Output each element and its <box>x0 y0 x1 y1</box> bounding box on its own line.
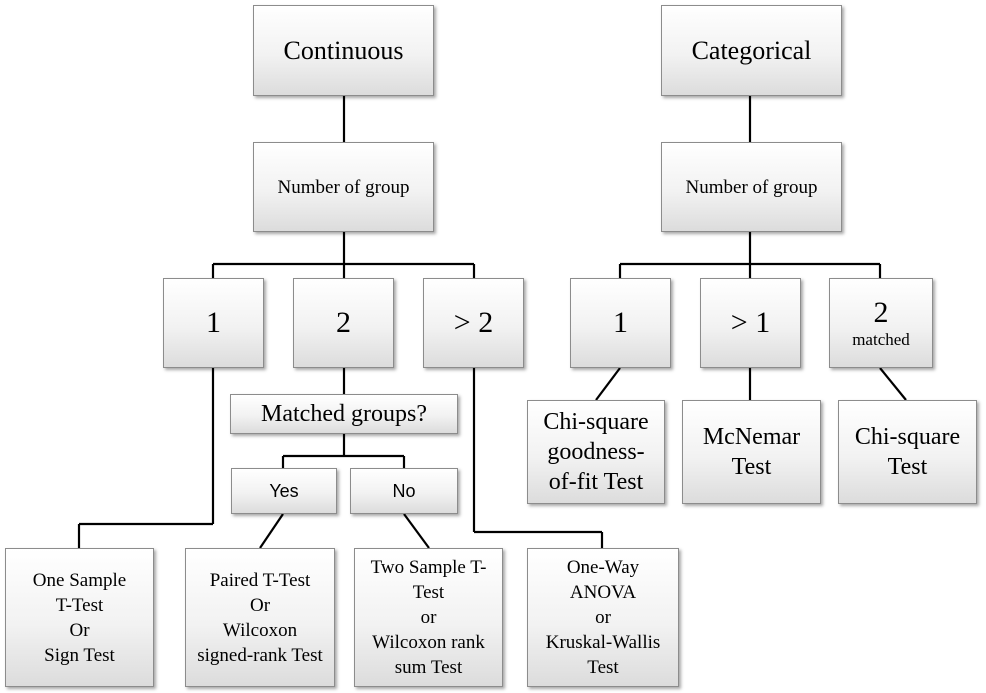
categorical-group-2-matched-box: 2 matched <box>829 278 933 368</box>
categorical-group-2-label: 2 <box>873 296 889 329</box>
one-sample-test-label: One Sample T-Test Or Sign Test <box>32 569 127 666</box>
categorical-label: Categorical <box>691 35 812 65</box>
categorical-number-of-group-box: Number of group <box>661 142 842 232</box>
chi-square-goodness-box: Chi-square goodness- of-fit Test <box>527 400 665 504</box>
matched-groups-box: Matched groups? <box>230 394 458 434</box>
continuous-number-of-group-box: Number of group <box>253 142 434 232</box>
continuous-box: Continuous <box>253 5 434 96</box>
categorical-group-gt1-label: > 1 <box>730 306 771 339</box>
connector <box>879 367 907 401</box>
connector <box>595 367 621 401</box>
anova-test-label: One-Way ANOVA or Kruskal-Wallis Test <box>545 557 661 678</box>
categorical-matched-label: matched <box>852 330 910 349</box>
two-sample-test-box: Two Sample T- Test or Wilcoxon rank sum … <box>354 548 503 687</box>
matched-groups-label: Matched groups? <box>261 401 427 427</box>
connector <box>403 513 430 549</box>
chi-square-test-label: Chi-square Test <box>854 424 961 480</box>
one-sample-test-box: One Sample T-Test Or Sign Test <box>5 548 154 687</box>
continuous-number-of-group-label: Number of group <box>277 176 410 198</box>
categorical-group-1-box: 1 <box>570 278 671 368</box>
chi-square-test-box: Chi-square Test <box>838 400 977 504</box>
categorical-group-1-label: 1 <box>613 306 628 339</box>
no-label: No <box>392 480 416 501</box>
two-sample-test-label: Two Sample T- Test or Wilcoxon rank sum … <box>370 557 487 678</box>
categorical-number-of-group-label: Number of group <box>685 176 818 198</box>
anova-test-box: One-Way ANOVA or Kruskal-Wallis Test <box>527 548 679 687</box>
mcnemar-test-label: McNemar Test <box>702 424 801 480</box>
continuous-group-1-box: 1 <box>163 278 264 368</box>
paired-test-box: Paired T-Test Or Wilcoxon signed-rank Te… <box>185 548 335 687</box>
yes-label: Yes <box>269 480 299 501</box>
continuous-label: Continuous <box>283 35 404 65</box>
continuous-group-gt2-label: > 2 <box>453 306 494 339</box>
continuous-group-2-label: 2 <box>336 306 351 339</box>
yes-box: Yes <box>231 468 337 514</box>
mcnemar-test-box: McNemar Test <box>682 400 821 504</box>
continuous-group-gt2-box: > 2 <box>423 278 524 368</box>
connector <box>259 513 284 549</box>
chi-square-goodness-label: Chi-square goodness- of-fit Test <box>543 409 649 495</box>
categorical-group-gt1-box: > 1 <box>700 278 801 368</box>
no-box: No <box>350 468 458 514</box>
paired-test-label: Paired T-Test Or Wilcoxon signed-rank Te… <box>197 569 323 666</box>
continuous-group-1-label: 1 <box>206 306 221 339</box>
continuous-group-2-box: 2 <box>293 278 394 368</box>
categorical-box: Categorical <box>661 5 842 96</box>
